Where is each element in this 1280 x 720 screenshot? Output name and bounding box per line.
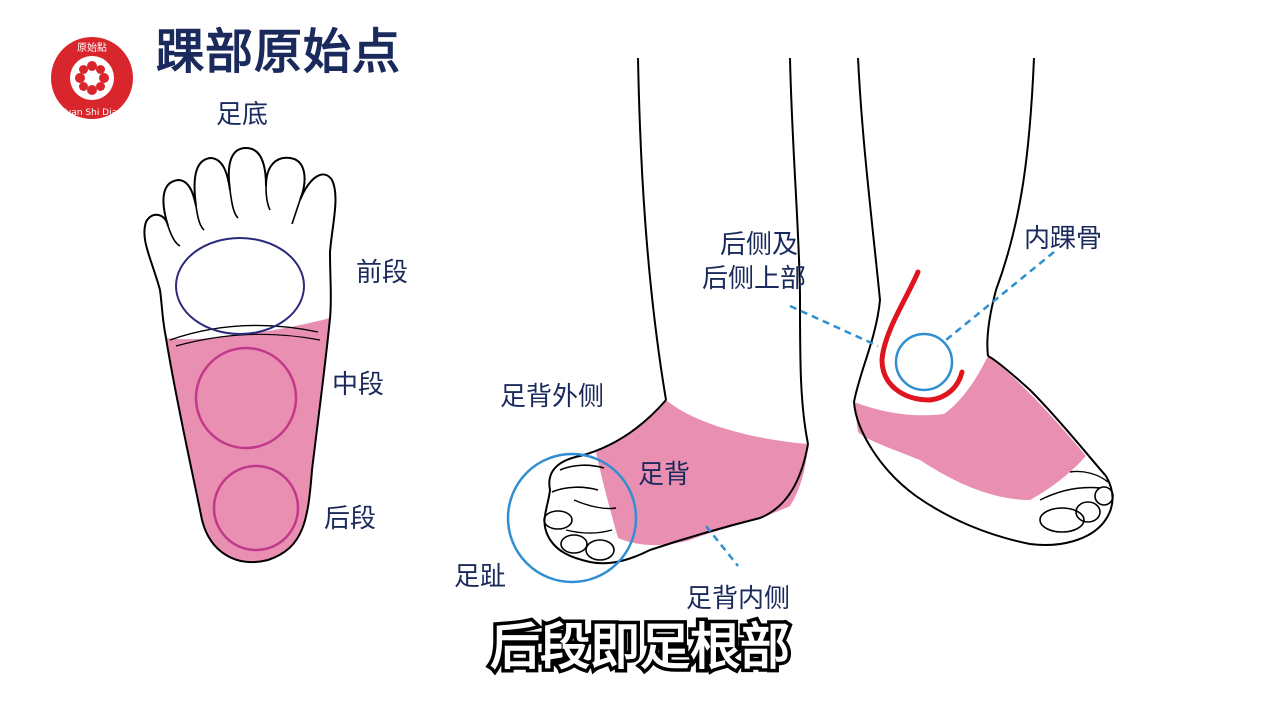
video-subtitle: 后段即足根部 [487,615,794,680]
brand-logo: 原始點 Yuan Shi Dian [51,37,133,119]
dorsum-pink-region [596,400,808,546]
label-middle-section: 中段 [332,370,385,400]
inner-foot-illustration [789,57,1114,546]
logo-ring-text: Yuan Shi Dian [60,108,123,118]
sole-illustration [143,146,337,563]
label-posterior-line2: 后侧上部 [702,264,807,294]
label-dorsum-outer: 足背外侧 [500,382,605,412]
posterior-red-arc [879,269,965,403]
label-back-section: 后段 [324,504,377,534]
sole-outline [143,146,337,563]
logo-top-text: 原始點 [77,41,107,54]
toes-circle [506,452,638,584]
page-title: 踝部原始点 [156,24,402,80]
malleolus-circle [894,332,954,392]
label-toes: 足趾 [454,562,507,592]
sole-middle-circle [194,346,298,450]
label-dorsum-inner: 足背内侧 [686,584,791,614]
inner-pink-region [854,356,1086,500]
label-sole: 足底 [216,100,269,130]
sole-back-circle [212,464,300,552]
label-dorsum: 足背 [638,460,691,490]
sole-pink-region [166,318,330,563]
label-inner-malleolus: 内踝骨 [1024,224,1103,254]
heart-flower-icon [75,61,109,95]
label-front-section: 前段 [356,258,409,288]
sole-front-circle [175,237,305,335]
label-posterior-line1: 后侧及 [720,230,799,260]
outer-foot-illustration [506,57,809,584]
